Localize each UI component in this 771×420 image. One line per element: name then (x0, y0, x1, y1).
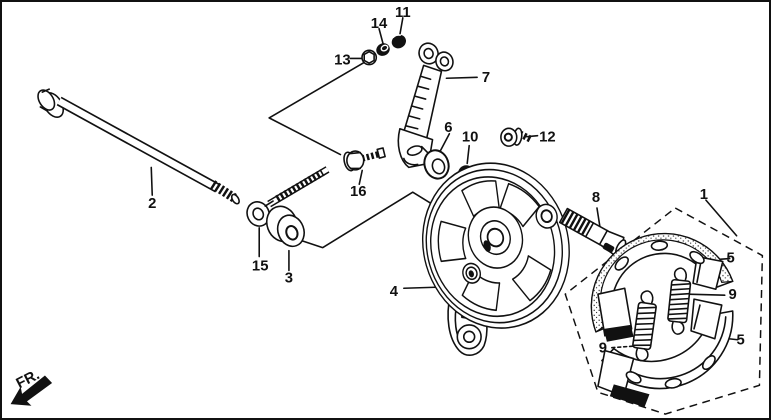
part-brake-shoe-lower (597, 298, 734, 408)
part-cap-nut-11 (391, 34, 407, 49)
callout-15: 15 (252, 258, 269, 274)
callout-4: 4 (390, 284, 399, 300)
part-stay-bolt (343, 147, 386, 172)
part-nut-14 (376, 43, 390, 56)
callout-12: 12 (539, 130, 556, 146)
callout-11: 11 (395, 5, 411, 21)
part-torque-rod (246, 166, 330, 227)
callout-10: 10 (462, 130, 479, 146)
shoe-set-boundary (564, 207, 764, 415)
part-brake-panel (421, 162, 570, 356)
callout-13: 13 (334, 52, 351, 68)
callout-1: 1 (700, 187, 708, 203)
callout-8: 8 (592, 190, 600, 206)
part-spring-left (632, 290, 657, 362)
part-bolt-12 (500, 127, 534, 147)
part-collar (265, 205, 305, 248)
callout-6: 6 (444, 120, 452, 136)
part-brake-arm (397, 42, 454, 169)
part-spring-right (667, 267, 692, 335)
part-axle-bolt (37, 88, 240, 205)
callout-16: 16 (350, 184, 367, 200)
callout-labels: 1 2 3 4 5 5 6 7 8 9 9 10 11 12 13 14 15 … (148, 5, 745, 357)
front-arrow-icon (10, 375, 53, 406)
front-direction-indicator: FR. (10, 367, 53, 406)
part-nut-13 (361, 49, 378, 66)
callout-3: 3 (285, 270, 293, 286)
callout-7: 7 (482, 70, 490, 86)
part-indicator-washer (420, 145, 450, 180)
callout-5b: 5 (736, 333, 744, 349)
callout-2: 2 (148, 196, 156, 212)
callout-9a: 9 (729, 287, 737, 303)
callout-14: 14 (371, 16, 388, 32)
callout-9b: 9 (599, 341, 607, 357)
part-brake-shoe-upper (590, 232, 734, 342)
callout-5a: 5 (727, 250, 735, 266)
